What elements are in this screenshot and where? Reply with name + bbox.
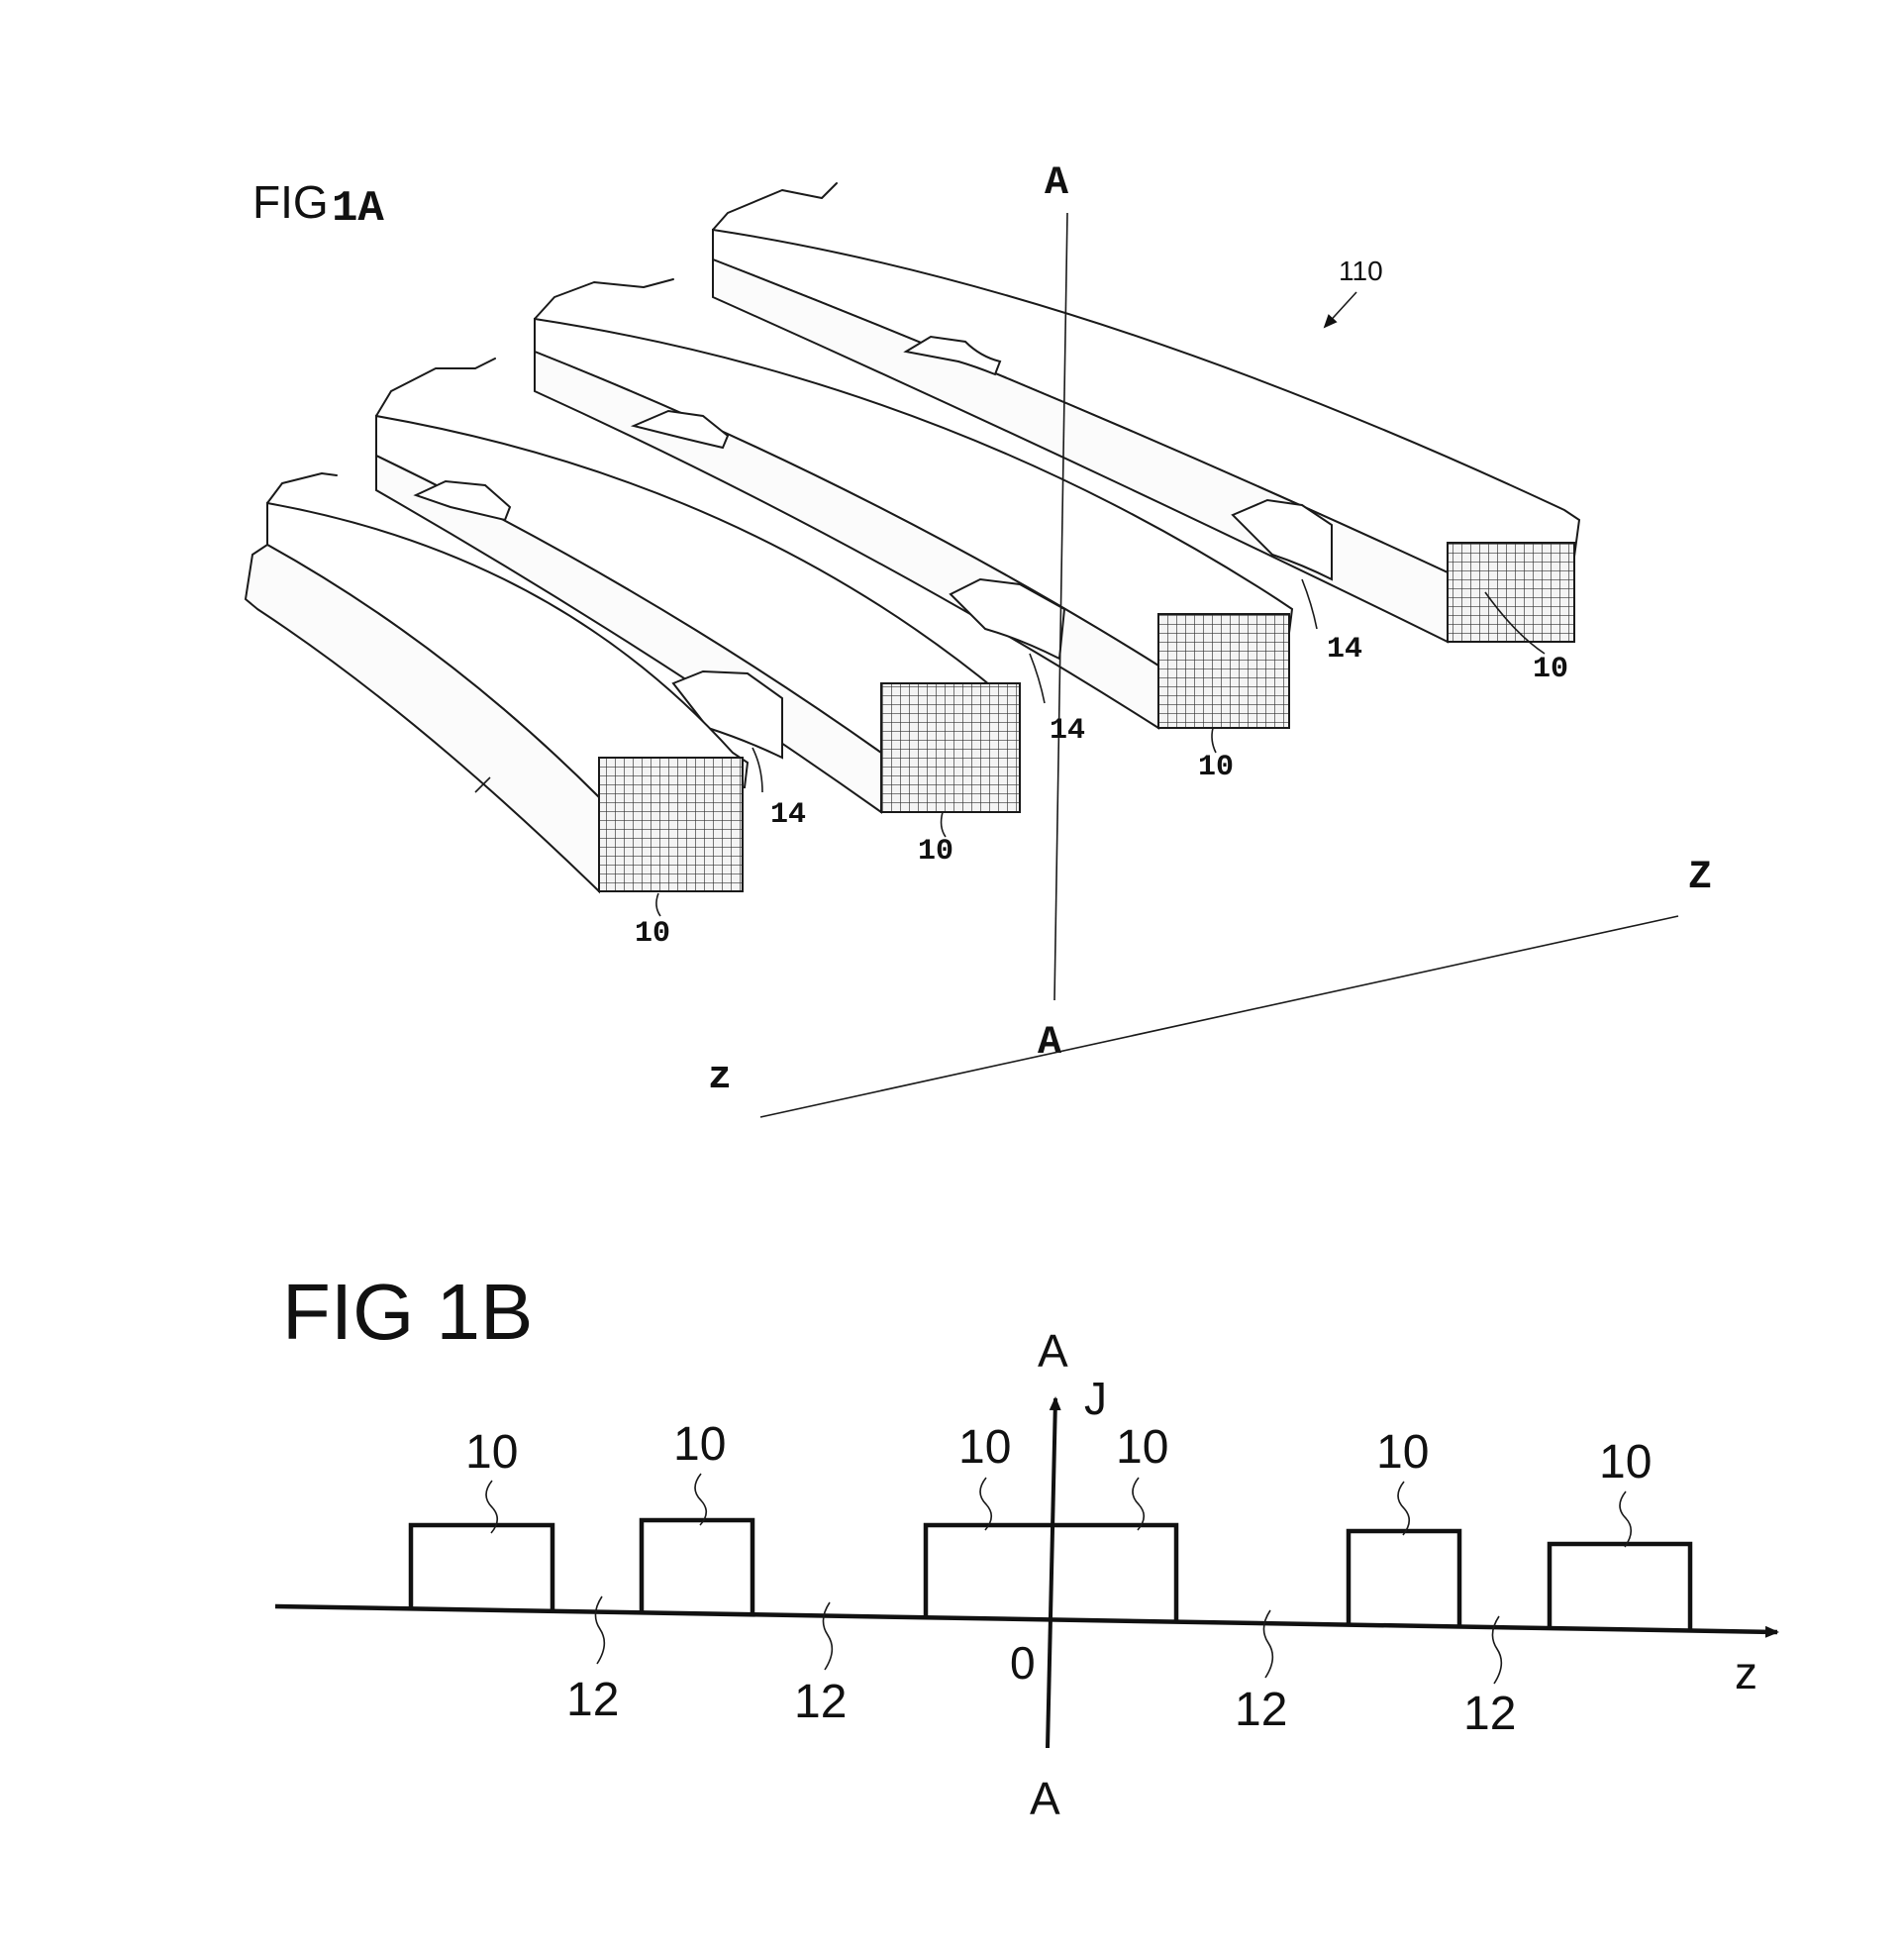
- section-label-top: A: [1045, 161, 1068, 206]
- fig-1b-title: FIG 1B: [282, 1268, 533, 1356]
- ref-pulse-label-2: 10: [673, 1418, 726, 1471]
- j-axis: [1048, 1398, 1055, 1748]
- fig-1a-title-number: 1A: [332, 184, 384, 234]
- fig-1b: FIG 1B z A A J 0 10 10 10 10 10 10 12 12: [275, 1268, 1777, 1824]
- ref-conductor-label-2: 10: [918, 835, 953, 869]
- current-pulse-4: [1349, 1531, 1459, 1628]
- ref-gap-label-3: 12: [1235, 1684, 1287, 1736]
- conductor-cross-section-4: [1448, 543, 1574, 642]
- ref-gap-label-1: 12: [566, 1674, 619, 1726]
- z-axis-label: z: [1735, 1647, 1757, 1698]
- fig-1a-title-prefix: FIG: [252, 176, 329, 228]
- ref-pulse-label-3: 10: [958, 1421, 1011, 1474]
- ref-110-arrow: [1325, 292, 1356, 327]
- ref-conductor-label-3: 10: [1198, 751, 1234, 784]
- ref-gap-label-2: 12: [794, 1676, 847, 1728]
- current-pulse-5: [1550, 1544, 1690, 1631]
- fig-1a: FIG 1A: [246, 161, 1712, 1117]
- z-axis-line: [760, 916, 1678, 1117]
- z-axis-label-right: Z: [1688, 856, 1712, 900]
- z-axis-label-left: z: [708, 1056, 732, 1100]
- ref-conductor-label-1: 10: [635, 917, 670, 951]
- ref-110: 110: [1339, 256, 1383, 286]
- current-pulse-1: [411, 1525, 552, 1612]
- ref-pulse-label-6: 10: [1599, 1436, 1652, 1489]
- ref-conductor-label-4: 10: [1533, 653, 1568, 686]
- ref-pulse-label-4: 10: [1116, 1421, 1168, 1474]
- current-pulse-2: [642, 1520, 752, 1616]
- axis-label-bottom: A: [1030, 1773, 1060, 1824]
- origin-label: 0: [1010, 1637, 1036, 1689]
- ref-pulse-label-1: 10: [465, 1426, 518, 1479]
- ref-gap-label-4: 12: [1463, 1688, 1516, 1740]
- conductor-cross-section-1: [599, 758, 743, 891]
- section-label-bottom: A: [1038, 1021, 1061, 1066]
- conductor-cross-section-3: [1158, 614, 1289, 728]
- ref-pulse-label-5: 10: [1376, 1426, 1429, 1479]
- ref-spacer-label-1: 14: [770, 798, 806, 832]
- j-axis-label: J: [1084, 1373, 1107, 1424]
- ref-spacer-label-3: 14: [1327, 633, 1362, 667]
- ref-spacer-label-2: 14: [1050, 714, 1085, 748]
- z-axis: [275, 1606, 1777, 1632]
- conductor-cross-section-2: [881, 683, 1020, 812]
- axis-label-top: A: [1038, 1325, 1068, 1377]
